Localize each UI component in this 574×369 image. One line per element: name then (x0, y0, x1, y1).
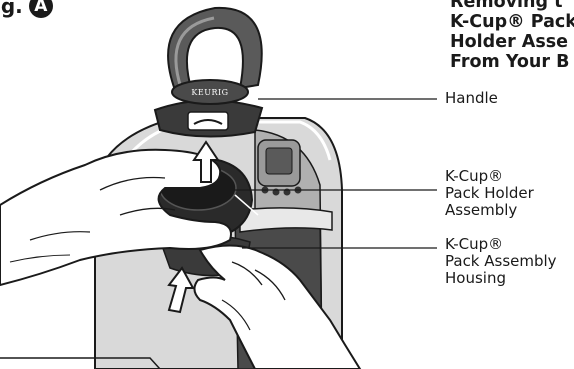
housing-label-line-3: Housing (445, 270, 574, 287)
brewer-body (0, 118, 342, 369)
title-line-3: Holder Asse (450, 32, 574, 52)
lift-arrow-upper (194, 142, 218, 182)
holder-label-line-2: Pack Holder (445, 185, 534, 202)
title-line-4: From Your B (450, 52, 574, 72)
holder-label-line-3: Assembly (445, 202, 534, 219)
control-panel (258, 140, 302, 196)
control-button (262, 187, 269, 194)
housing-label-line-2: Pack Assembly (445, 253, 574, 270)
upper-hand (0, 150, 231, 285)
housing-label-line-1: K-Cup® (445, 236, 574, 253)
figure-label: ig. A (0, 0, 53, 18)
holder-callout: K-Cup® Pack Holder Assembly (445, 168, 534, 219)
k-cup-pack-housing (160, 234, 250, 275)
figure-title: Removing t K-Cup® Pack Holder Asse From … (450, 0, 574, 72)
handle-callout: Handle (445, 90, 498, 107)
figure-letter-badge: A (29, 0, 53, 18)
handle (168, 8, 262, 92)
control-button (284, 189, 291, 196)
lift-arrow-lower (169, 268, 193, 312)
housing-callout: K-Cup® Pack Assembly Housing (445, 236, 574, 287)
keurig-logo: KEURIG (191, 88, 228, 97)
brewer-lid (155, 80, 262, 137)
title-line-2: K-Cup® Pack (450, 12, 574, 32)
k-cup-pack-holder (140, 158, 258, 262)
lower-hand (194, 245, 360, 369)
title-line-1: Removing t (450, 0, 574, 12)
control-button (273, 189, 280, 196)
handle-label: Handle (445, 89, 498, 107)
figure-prefix: ig. (0, 0, 23, 18)
control-button (295, 187, 302, 194)
holder-label-line-1: K-Cup® (445, 168, 534, 185)
